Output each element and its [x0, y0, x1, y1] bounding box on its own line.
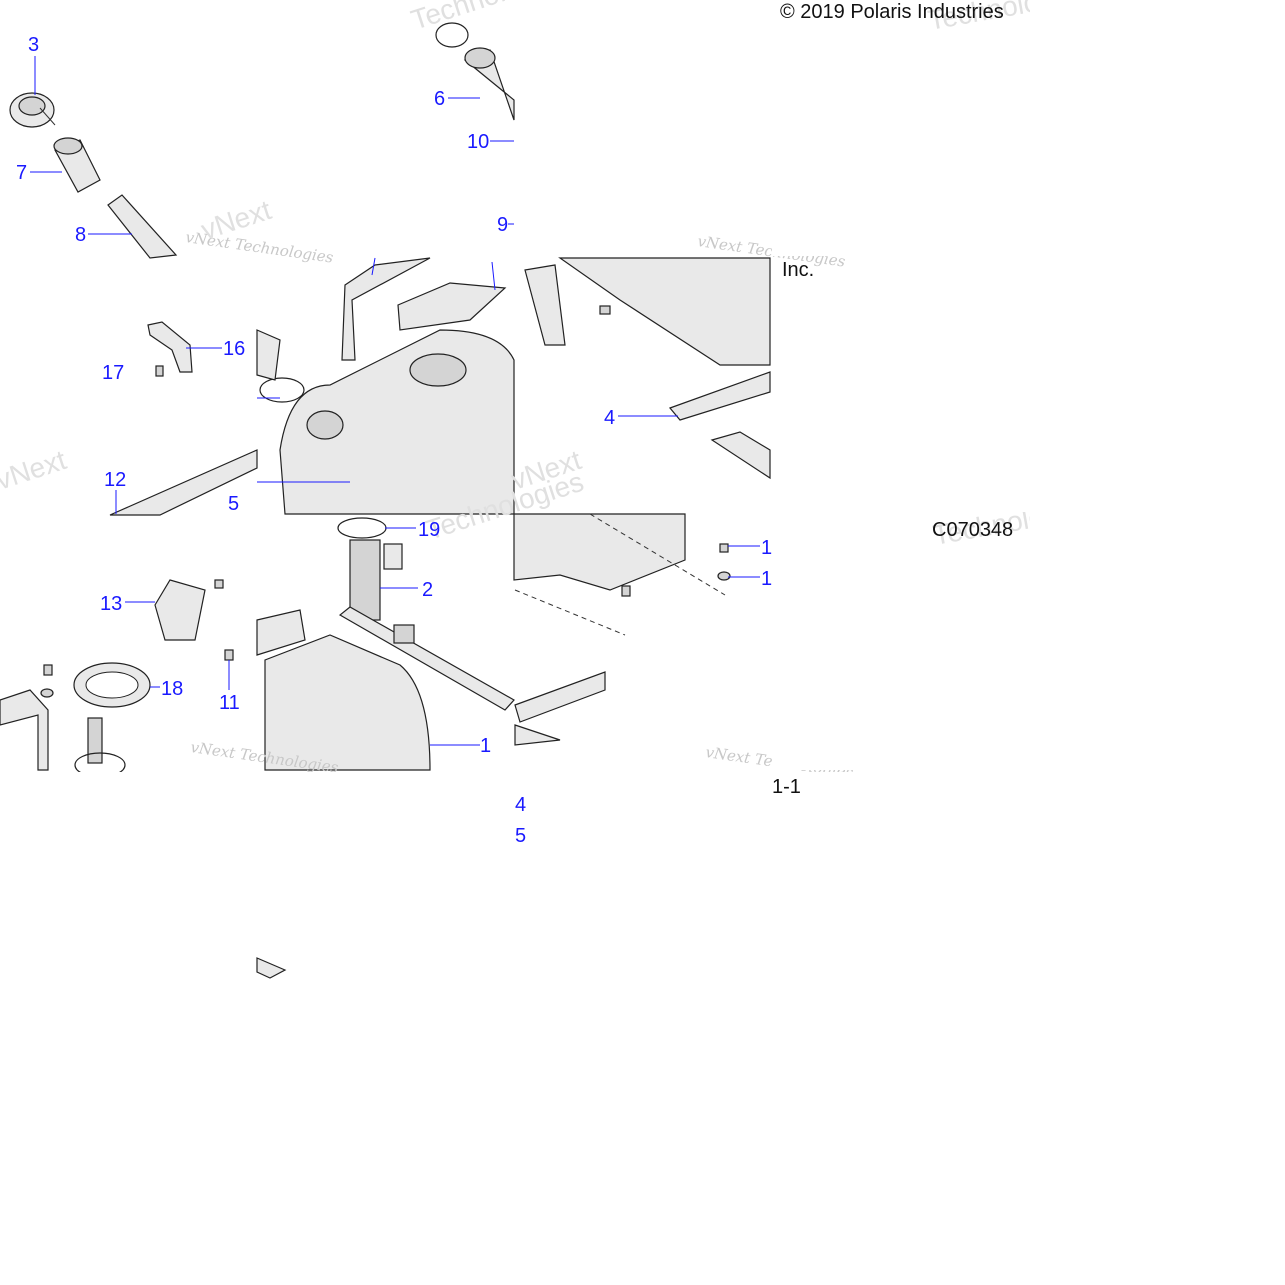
callout-1b: 1: [761, 568, 772, 590]
callout-1c: 1: [480, 735, 491, 757]
callout-6: 6: [434, 88, 445, 110]
strap-part-lower-left: [0, 664, 126, 778]
callout-4b: 4: [515, 794, 526, 816]
callout-13: 13: [100, 593, 122, 615]
drawing-code: C070348: [932, 519, 1013, 541]
callout-4a: 4: [604, 407, 615, 429]
callout-10: 10: [467, 131, 489, 153]
callout-18: 18: [161, 678, 183, 700]
callout-2: 2: [422, 579, 433, 601]
screw-part: [214, 579, 234, 661]
svg-text:Technologies: Technologies: [407, 0, 572, 36]
vent-tube-part: [107, 194, 178, 259]
leader-lines: [30, 56, 760, 746]
bracket-part: [147, 321, 193, 373]
copyright-text: © 2019 Polaris Industries: [780, 1, 1004, 23]
callout-12: 12: [104, 469, 126, 491]
callout-8: 8: [75, 224, 86, 246]
callout-11: 11: [219, 692, 240, 714]
fuel-tank-lower: [256, 609, 431, 771]
callout-19: 19: [418, 519, 440, 541]
strap-part-left: [109, 449, 258, 516]
callout-17: 17: [102, 362, 124, 384]
callout-numbers: 3 7 8 6 10 9 16 17 4 12 5 19 2 1 1 13 18…: [16, 34, 772, 847]
callout-3: 3: [28, 34, 39, 56]
bottom-fragment: 1-1: [772, 776, 801, 798]
bolt-part: [155, 365, 164, 377]
callout-9: 9: [497, 214, 508, 236]
fuel-tank-upper: [256, 257, 515, 515]
pad-fragment: [256, 957, 287, 979]
callout-1a: 1: [761, 537, 772, 559]
fuel-tank-right-upper: [524, 257, 771, 480]
callout-5b: 5: [515, 825, 526, 847]
fuel-pump-part: [337, 517, 515, 711]
hose-clamp-part: [435, 22, 515, 121]
inc-fragment: Inc.: [782, 259, 814, 281]
callout-16: 16: [223, 338, 245, 360]
wiring-module-part: [154, 579, 206, 641]
lock-ring-part: [73, 662, 151, 708]
callout-5a: 5: [228, 493, 239, 515]
callout-7: 7: [16, 162, 27, 184]
fuel-cap-part: [9, 92, 56, 128]
svg-text:vNext: vNext: [0, 444, 70, 496]
filler-neck-part: [53, 137, 101, 193]
fuel-tank-right-lower: [513, 513, 731, 746]
